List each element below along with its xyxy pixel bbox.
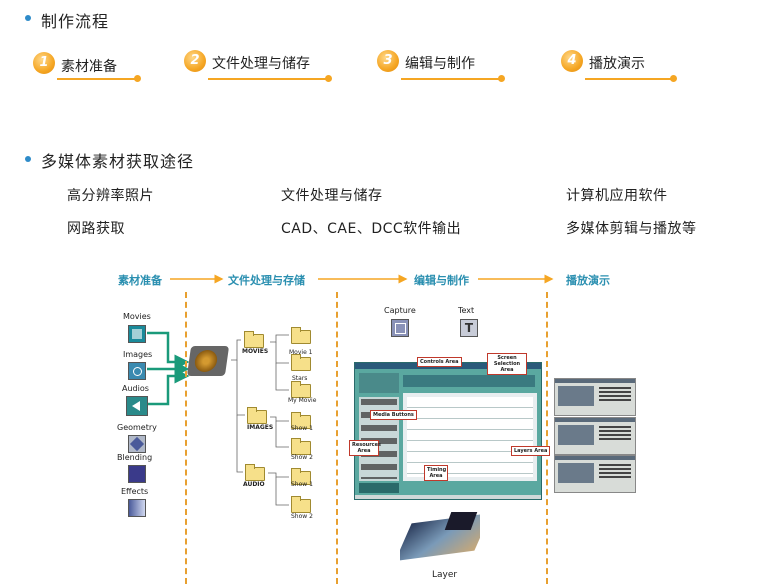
capture-icon [391, 319, 409, 337]
speaker-icon [126, 396, 148, 416]
folder-label: MOVIES [242, 348, 269, 355]
step-number-3: 3 [377, 50, 399, 72]
playback-screen [554, 378, 636, 416]
folder-icon [291, 354, 311, 371]
media-label: Movies [123, 312, 151, 321]
folder-label: Movie 1 [289, 349, 313, 356]
source-item: 网路获取 [67, 221, 125, 237]
layer-image [400, 510, 480, 562]
callout-media-buttons: Media Buttons [370, 410, 417, 420]
stage-label-4: 播放演示 [566, 274, 610, 287]
source-item: 高分辨率照片 [67, 188, 154, 204]
stage-divider [546, 292, 548, 584]
source-item: CAD、CAE、DCC软件输出 [281, 221, 462, 237]
tool-label: Text [458, 306, 475, 315]
step-2: 2 文件处理与储存 [184, 50, 344, 100]
step-1: 1 素材准备 [33, 52, 143, 102]
stage-label-1: 素材准备 [118, 274, 162, 287]
folder-icon [291, 438, 311, 455]
folder-icon [291, 468, 311, 485]
callout-resources-area: Resources Area [349, 440, 381, 456]
section1-bullet [25, 15, 31, 21]
step-label-3: 编辑与制作 [405, 56, 475, 72]
effects-icon [128, 499, 146, 517]
stage-label-3: 编辑与制作 [414, 274, 469, 287]
media-connector [147, 331, 190, 370]
folder-label: AUDIO [243, 481, 265, 488]
media-label: Blending [117, 453, 153, 462]
folder-label: IMAGES [247, 424, 274, 431]
editor-window [354, 362, 542, 500]
folder-label: Show 1 [291, 425, 313, 432]
section1-title: 制作流程 [41, 12, 110, 31]
media-label: Audios [122, 384, 149, 393]
callout-controls-area: Controls Area [417, 357, 462, 367]
playback-screen [554, 455, 636, 493]
stage-label-2: 文件处理与存储 [228, 274, 305, 287]
playback-screen [554, 417, 636, 455]
folder-icon [291, 381, 311, 398]
step-label-1: 素材准备 [61, 59, 117, 75]
stage-divider [336, 292, 338, 584]
section2-bullet [25, 156, 31, 162]
step-number-1: 1 [33, 52, 55, 74]
folder-label: Stars [292, 375, 308, 382]
step-label-2: 文件处理与储存 [212, 56, 310, 72]
folder-icon [291, 496, 311, 513]
callout-layers-area: Layers Area [511, 446, 551, 456]
source-item: 文件处理与储存 [281, 188, 383, 204]
folder-label: My Movie [288, 397, 317, 404]
blending-icon [128, 465, 146, 483]
step-3: 3 编辑与制作 [377, 50, 517, 100]
hard-disk-icon [186, 346, 230, 376]
text-icon: T [460, 319, 478, 337]
folder-icon [291, 412, 311, 429]
tool-label: Capture [384, 306, 416, 315]
geometry-icon [128, 435, 146, 453]
media-label: Effects [121, 487, 149, 496]
step-number-4: 4 [561, 50, 583, 72]
media-label: Images [123, 350, 153, 359]
callout-timing-area: Timing Area [424, 465, 448, 481]
folder-label: Show 1 [291, 481, 313, 488]
source-item: 多媒体剪辑与播放等 [566, 221, 697, 237]
step-label-4: 播放演示 [589, 56, 645, 72]
media-connector [147, 368, 190, 406]
folder-label: Show 2 [291, 513, 313, 520]
layer-label: Layer [432, 570, 458, 580]
step-number-2: 2 [184, 50, 206, 72]
folder-icon [291, 327, 311, 344]
media-label: Geometry [117, 423, 157, 432]
movie-icon [128, 325, 146, 343]
source-item: 计算机应用软件 [566, 188, 668, 204]
folder-icon [244, 331, 264, 348]
folder-label: Show 2 [291, 454, 313, 461]
callout-screen-selection-area: Screen Selection Area [487, 353, 527, 375]
folder-icon [245, 464, 265, 481]
section2-title: 多媒体素材获取途径 [41, 152, 195, 171]
camera-icon [128, 362, 146, 380]
stage-divider [185, 292, 187, 584]
folder-icon [247, 407, 267, 424]
step-4: 4 播放演示 [561, 50, 691, 100]
